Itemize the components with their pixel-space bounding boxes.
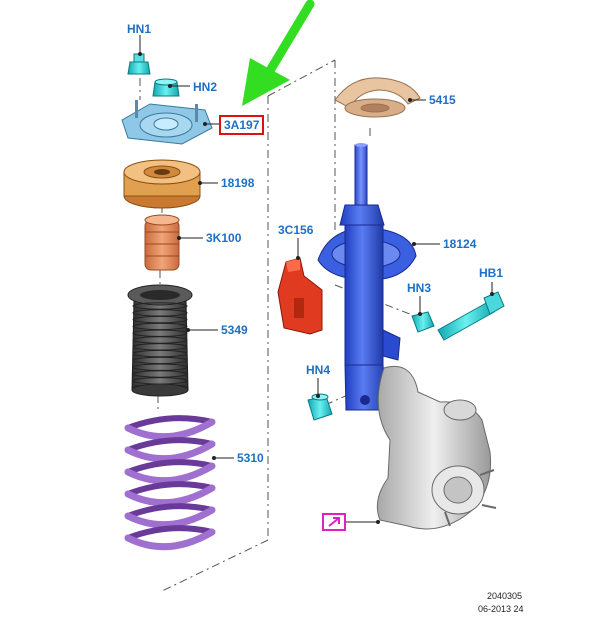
label-hn1: HN1 [127, 22, 152, 36]
spring-coil-back [125, 415, 215, 431]
spring-seat-5415 [334, 77, 421, 118]
spring-coil-front [124, 528, 216, 551]
label-5310: 5310 [237, 451, 264, 465]
hn4-nut [307, 393, 333, 421]
label-hb1: HB1 [479, 266, 504, 280]
dashed-guide-lines [139, 59, 471, 593]
label-3a197-highlighted: 3A197 [219, 115, 265, 135]
bump-stop-3k100 [144, 214, 180, 271]
footer-code: 2040305 [487, 591, 523, 601]
label-5415: 5415 [429, 93, 456, 107]
footer-date: 06-2013 24 [478, 604, 524, 614]
hn3-nut [411, 311, 435, 333]
spring-coil-front [124, 506, 216, 529]
spring-coil-front [124, 418, 216, 441]
label-hn2: HN2 [193, 80, 218, 94]
green-arrow-icon [242, 0, 315, 106]
label-hn4: HN4 [306, 363, 331, 377]
spring-coil-back [125, 481, 215, 497]
dust-boot-5349 [127, 284, 193, 397]
strut-18124 [317, 143, 417, 411]
leader-lines [139, 35, 493, 523]
spring-coil-back [125, 459, 215, 475]
callout-marker-icon [322, 513, 346, 531]
spring-coil-back [125, 437, 215, 453]
hn1-nut [127, 53, 151, 75]
hn2-nut [152, 78, 180, 97]
label-18198: 18198 [221, 176, 255, 190]
spring-coil-front [124, 440, 216, 463]
leader-dots [138, 52, 494, 524]
label-3k100: 3K100 [206, 231, 242, 245]
spring-coil-front [124, 462, 216, 485]
bearing-18198 [123, 159, 201, 209]
bolt-hb1 [437, 291, 505, 341]
spring-coil-back [125, 525, 215, 541]
spring-coil-front [124, 484, 216, 507]
bracket-3c156 [277, 257, 323, 335]
label-5349: 5349 [221, 323, 248, 337]
coil-spring-5310 [124, 415, 216, 551]
top-mount-3a197 [121, 100, 213, 145]
label-18124: 18124 [443, 237, 477, 251]
label-hn3: HN3 [407, 281, 432, 295]
steering-knuckle [376, 366, 497, 530]
spring-coil-back [125, 503, 215, 519]
label-3c156: 3C156 [278, 223, 314, 237]
